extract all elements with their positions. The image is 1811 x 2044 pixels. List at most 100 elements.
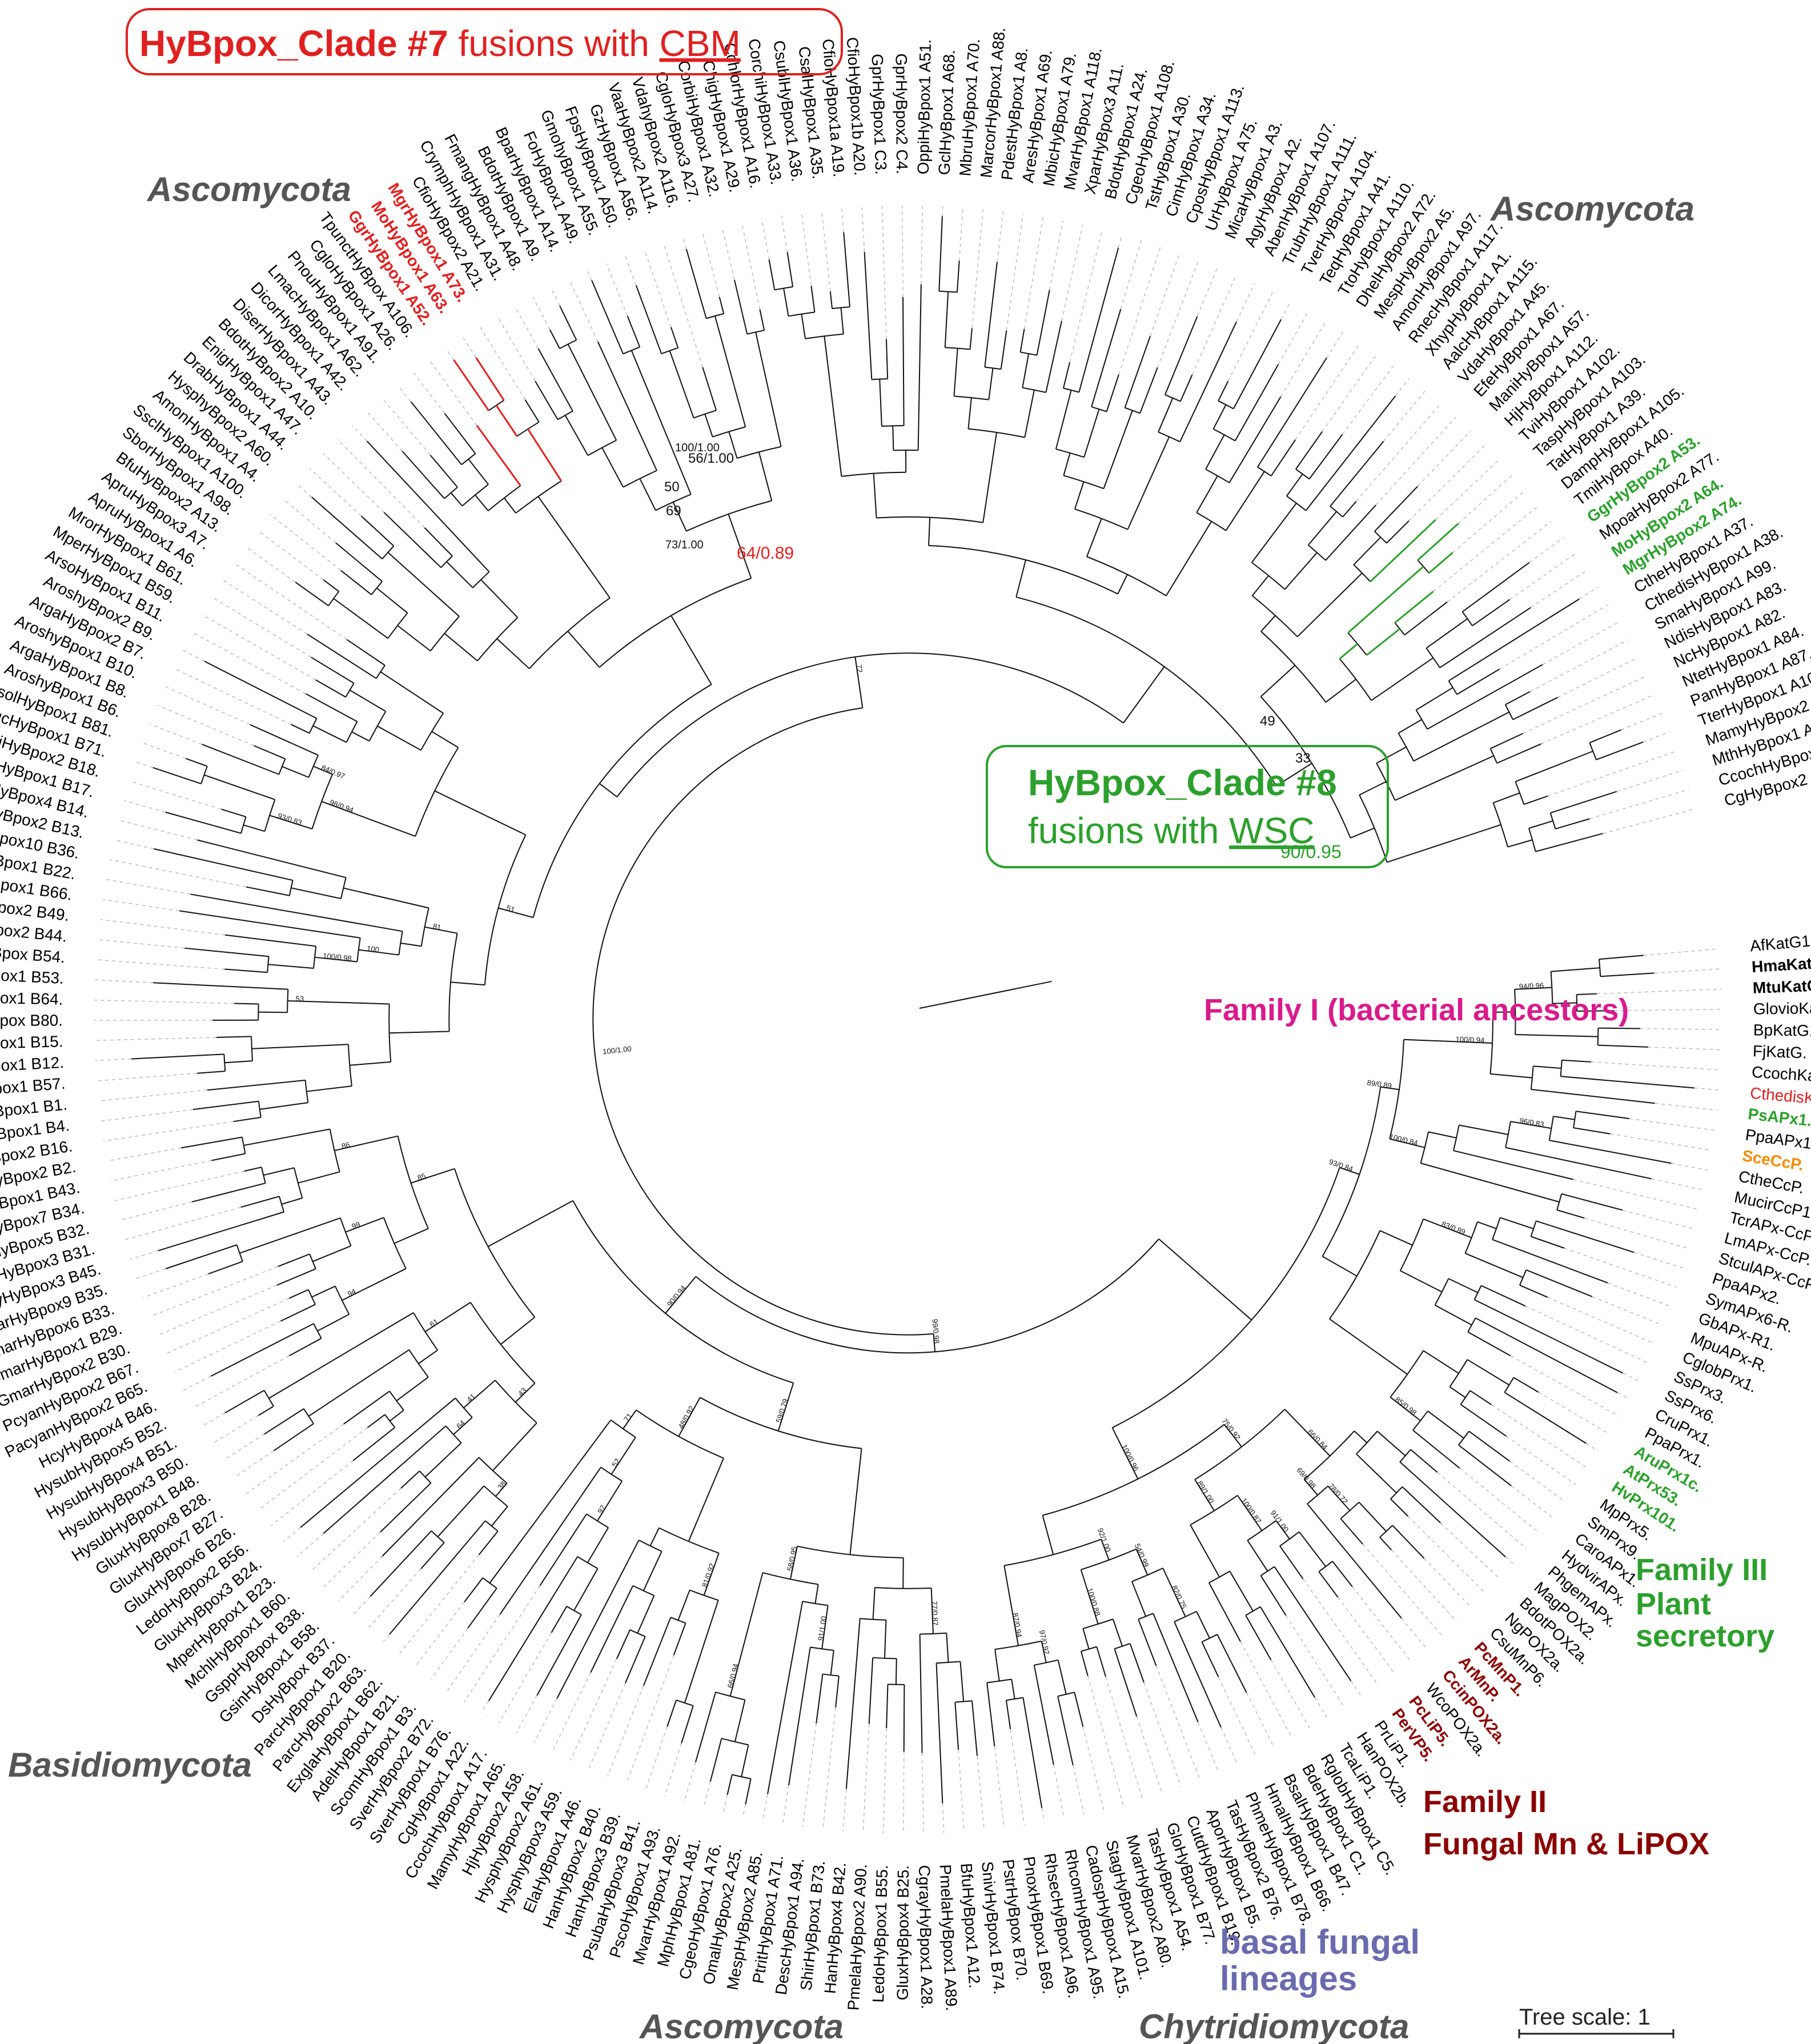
leaf-guide — [192, 1355, 290, 1409]
leaf-guide — [98, 939, 185, 949]
branch-arc — [346, 721, 358, 743]
leaf-guide — [202, 614, 316, 680]
branch-arc — [670, 1617, 686, 1624]
branch — [1045, 320, 1062, 393]
branch — [1139, 367, 1158, 414]
leaf-guide — [1654, 968, 1721, 974]
region-basidiomycota: Basidiomycota — [8, 1746, 252, 1784]
branch-arc — [1573, 1111, 1577, 1128]
branch-arc — [278, 758, 286, 775]
branch-arc — [559, 339, 577, 349]
leaf-guide — [1530, 570, 1587, 608]
family-ii-label-1: Family II — [1423, 1785, 1547, 1819]
branch — [1196, 1611, 1210, 1639]
branch — [278, 1253, 310, 1267]
leaf-guide — [270, 514, 342, 571]
branch — [291, 887, 342, 899]
leaf-guide — [1350, 1680, 1362, 1697]
branch — [1453, 1150, 1573, 1180]
support-value: 97/0.92 — [1038, 1629, 1051, 1656]
leaf-guide — [119, 820, 198, 841]
leaf-guide — [742, 1804, 746, 1817]
leaf-guide — [234, 1450, 274, 1478]
branch — [211, 1153, 246, 1161]
branch — [1423, 1218, 1472, 1239]
leaf-guide — [1452, 489, 1527, 554]
branch — [475, 357, 505, 401]
leaf-guide — [1523, 676, 1647, 734]
branch — [1549, 1140, 1672, 1164]
leaf-guide — [1157, 259, 1199, 368]
branch — [1251, 575, 1269, 596]
leaf-guide — [94, 999, 235, 1004]
branch — [1257, 357, 1327, 468]
branch-arc — [371, 581, 383, 595]
leaf-guide — [1610, 1133, 1712, 1151]
branch — [971, 1701, 978, 1756]
leaf-guide — [1073, 1765, 1085, 1815]
leaf-guide — [1423, 1558, 1472, 1608]
branch-arc — [712, 426, 746, 438]
branch — [1124, 336, 1151, 408]
branch — [380, 671, 444, 714]
branch-arc — [477, 617, 519, 662]
branch — [287, 1000, 389, 1005]
branch — [1223, 1424, 1242, 1448]
branch-arc — [1460, 1390, 1471, 1405]
branch — [185, 758, 208, 767]
branch-arc — [655, 494, 692, 511]
branch — [1427, 1410, 1464, 1439]
leaf-guide — [1573, 1179, 1700, 1211]
branch-arc — [251, 1036, 253, 1061]
branch-arc — [841, 471, 906, 477]
leaf-guide — [958, 1749, 965, 1832]
leaf-guide — [95, 979, 154, 983]
branch — [1510, 1121, 1552, 1129]
leaf-guide — [1227, 291, 1274, 382]
branch — [1573, 1127, 1611, 1135]
branch — [1386, 520, 1410, 544]
leaf-guide — [762, 1794, 768, 1821]
branch — [1425, 618, 1468, 649]
leaf-guide — [1529, 639, 1628, 692]
leaf-guide — [150, 723, 202, 745]
branch — [1127, 436, 1170, 530]
branch-arc — [737, 446, 781, 459]
branch — [1180, 374, 1193, 402]
support-value: 82/0.75 — [1170, 1584, 1188, 1610]
branch — [1138, 1619, 1157, 1666]
clade8-support: 33 — [1295, 751, 1311, 766]
branch-arc — [557, 410, 573, 420]
branch — [1458, 1444, 1512, 1486]
tree-scale-label: Tree scale: 1 — [1519, 2005, 1651, 2030]
branch — [1576, 993, 1597, 995]
branch — [400, 942, 421, 947]
leaf-guide — [551, 288, 560, 306]
leaf-guide — [481, 1700, 489, 1713]
branch — [311, 1285, 336, 1298]
branch-arc — [340, 1217, 352, 1247]
branch — [895, 1658, 897, 1685]
branch — [345, 1217, 384, 1233]
branch — [153, 982, 288, 990]
branch — [1467, 1331, 1511, 1357]
branch — [204, 774, 275, 800]
support-value: 59/0.79 — [774, 1398, 790, 1424]
support-value: 81 — [432, 922, 442, 932]
branch — [677, 1590, 690, 1621]
branch — [1350, 827, 1375, 839]
branch — [1260, 1606, 1315, 1698]
branch-arc — [1464, 1221, 1478, 1254]
branch — [714, 315, 746, 427]
branch — [351, 731, 370, 742]
support-value: 48/0.92 — [677, 1404, 696, 1430]
branch-arc — [482, 1577, 497, 1589]
branch-arc — [1448, 680, 1457, 695]
branch — [1525, 1269, 1593, 1297]
support-value: 86 — [341, 1140, 351, 1151]
leaf-guide — [1585, 1442, 1599, 1452]
branch — [383, 512, 441, 568]
branch — [1477, 1221, 1497, 1229]
branch-arc — [1307, 1485, 1328, 1505]
leaf-guide — [921, 206, 923, 284]
